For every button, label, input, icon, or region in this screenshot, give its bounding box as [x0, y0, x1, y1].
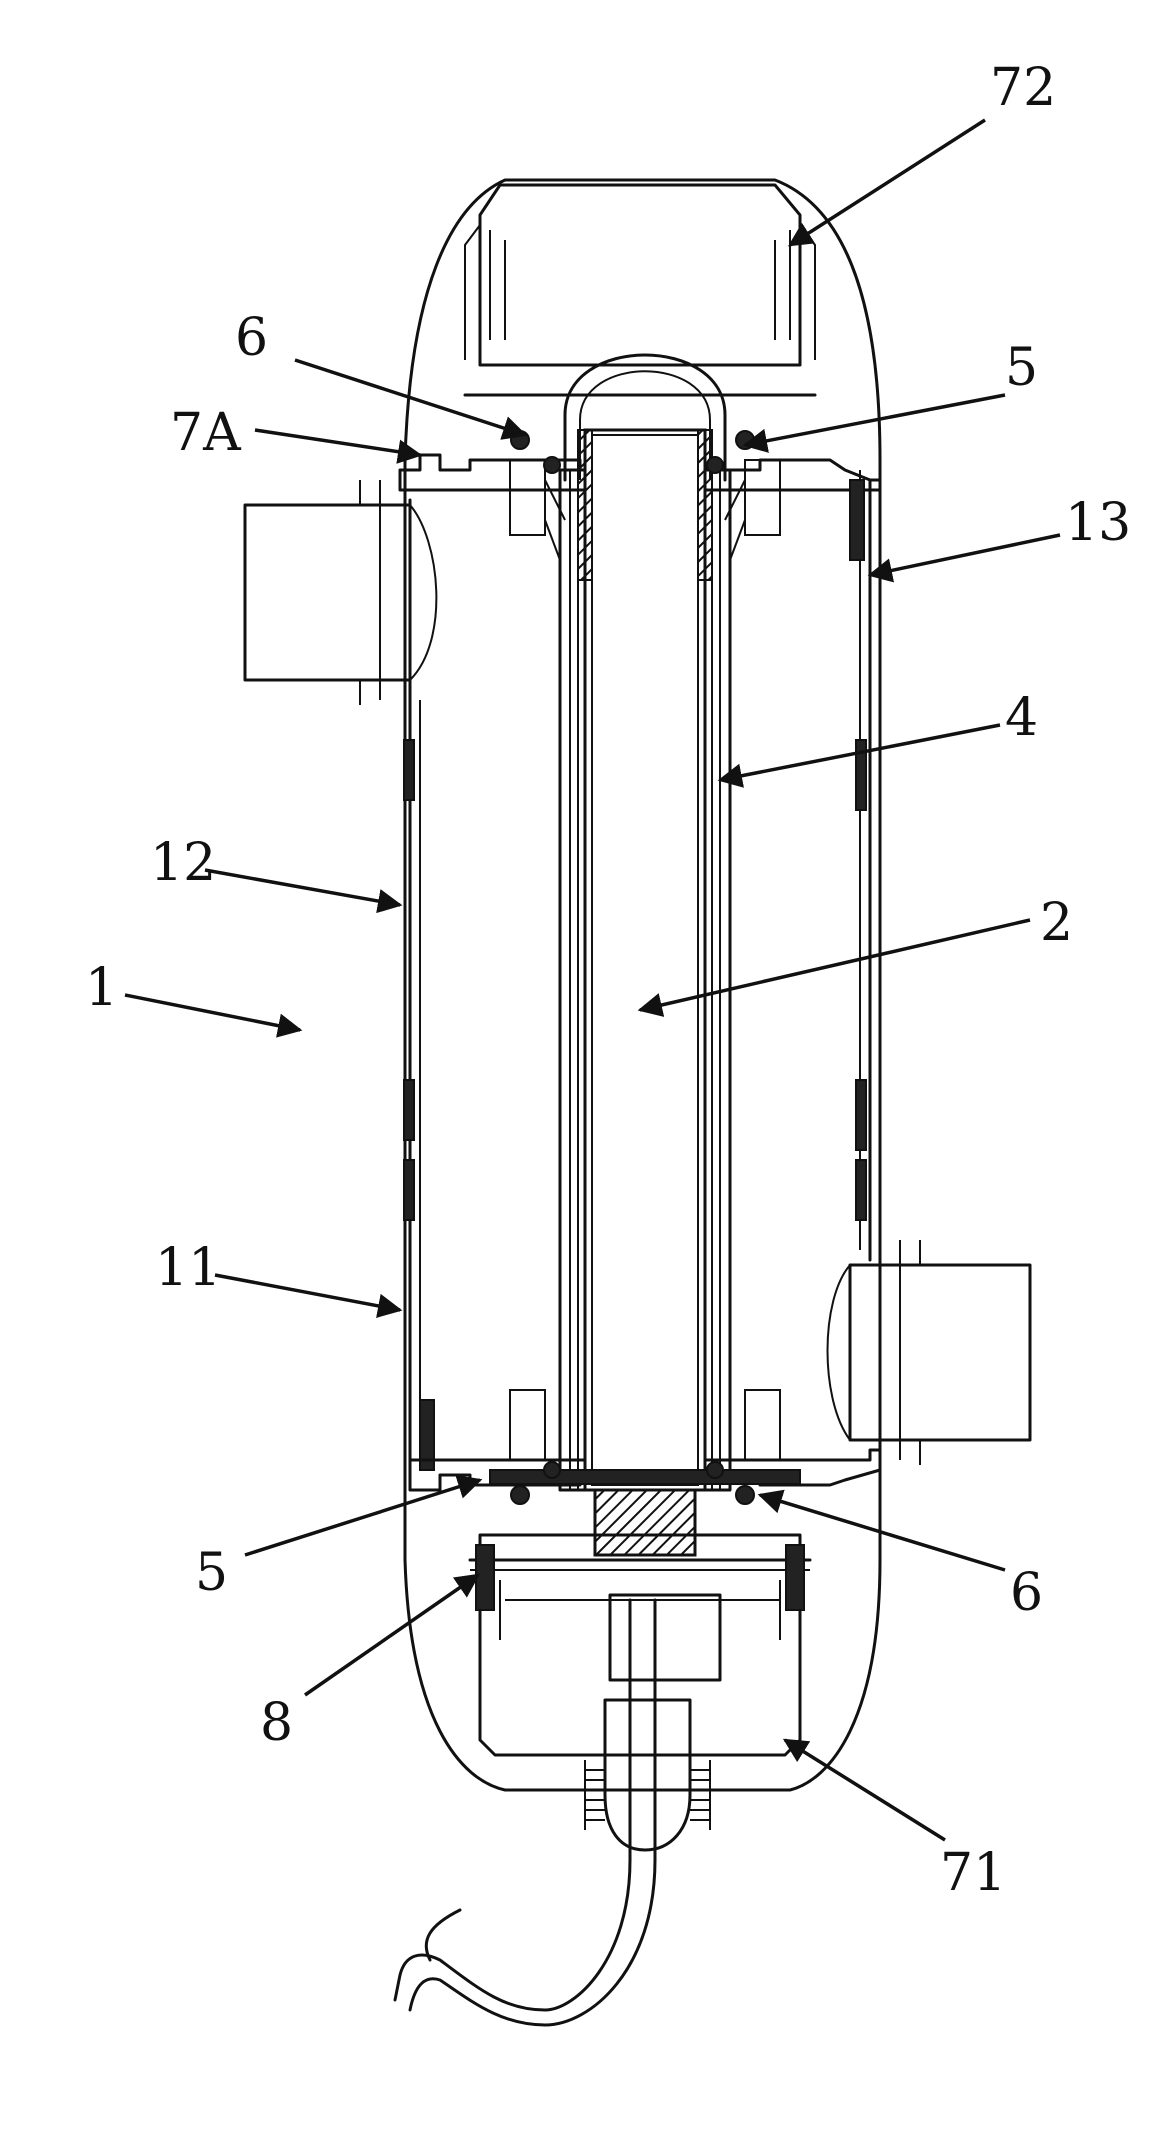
left-clamp-3	[403, 1159, 415, 1221]
leader-4	[717, 723, 1001, 788]
outlet-pipe	[848, 1263, 1032, 1442]
label-5-top: 5	[1005, 338, 1038, 398]
bottom-clip-right	[785, 1544, 805, 1611]
leader-1	[124, 993, 303, 1038]
upper-lamp-holder-r	[697, 429, 713, 581]
label-4: 4	[1005, 688, 1038, 748]
top-cap-inner	[464, 224, 816, 360]
lower-oring-right	[735, 1485, 755, 1505]
label-13: 13	[1065, 493, 1131, 553]
label-6-bottom: 6	[1010, 1563, 1043, 1623]
outer-shell	[403, 178, 882, 1792]
label-12: 12	[150, 833, 216, 893]
left-clamp-4	[419, 1399, 435, 1471]
lamp-sleeve-dome-inner	[579, 370, 711, 480]
upper-oring-left-2	[543, 456, 561, 474]
lower-oring-left-2	[543, 1461, 561, 1479]
lower-nut-right	[744, 1389, 781, 1461]
leader-2	[637, 918, 1031, 1017]
leader-11	[214, 1273, 403, 1318]
power-cable-2	[408, 1598, 657, 2027]
upper-lamp-holder-l	[577, 429, 593, 581]
inlet-pipe	[243, 503, 412, 682]
label-6-top: 6	[235, 308, 268, 368]
label-71: 71	[940, 1843, 1006, 1903]
label-2: 2	[1040, 893, 1073, 953]
top-cap	[478, 183, 802, 367]
lamp-base-block	[593, 1488, 697, 1557]
right-clamp-4	[855, 1159, 867, 1221]
power-cable-tail	[424, 1908, 462, 1962]
leader-13	[867, 533, 1061, 583]
leader-6-top	[294, 358, 528, 440]
leader-6-bottom	[757, 1489, 1006, 1572]
label-1: 1	[85, 958, 118, 1018]
top-cap-wall-l	[489, 230, 506, 340]
bottom-clip-left	[475, 1544, 495, 1611]
upper-nut-left	[509, 459, 546, 536]
lower-oring-right-2	[706, 1461, 724, 1479]
lamp-sleeve-dome	[563, 353, 727, 482]
cable-gland	[603, 1698, 692, 1852]
right-clamp-3	[855, 1079, 867, 1151]
leader-7A	[254, 428, 423, 464]
upper-wedge-left	[544, 479, 566, 561]
right-clamp-1	[849, 479, 865, 561]
leader-72	[787, 118, 986, 247]
ballast-box	[608, 1593, 722, 1682]
top-cap-wall-r	[774, 230, 791, 340]
outlet-pipe-bulge	[826, 1264, 851, 1441]
right-clamp-2	[855, 739, 867, 811]
lower-seal-plate	[489, 1469, 801, 1485]
upper-nut-right	[744, 459, 781, 536]
lamp-2	[583, 428, 707, 1492]
power-cable	[393, 1598, 632, 2012]
inlet-pipe-bulge	[409, 504, 438, 681]
lower-nut-left	[509, 1389, 546, 1461]
gland-thread	[585, 1769, 710, 1821]
upper-wedge-right	[724, 479, 746, 561]
sleeve-inner-lines	[569, 470, 721, 1490]
bottom-cap	[478, 1533, 802, 1757]
label-72: 72	[990, 58, 1056, 118]
leader-5-bottom	[244, 1475, 483, 1557]
lower-oring-left	[510, 1485, 530, 1505]
upper-oring-right	[735, 430, 755, 450]
leader-5-top	[742, 393, 1006, 453]
outlet-pipe-flange	[899, 1240, 921, 1465]
leader-12	[204, 868, 403, 914]
bottom-cap-inner	[499, 1580, 781, 1640]
left-clamp-2	[403, 1079, 415, 1141]
leader-71	[782, 1738, 946, 1842]
label-8: 8	[260, 1693, 293, 1753]
leader-8	[304, 1573, 481, 1697]
label-5-bottom: 5	[195, 1543, 228, 1603]
upper-oring-right-2	[706, 456, 724, 474]
inlet-pipe-flange	[359, 480, 381, 705]
left-clamp-1	[403, 739, 415, 801]
label-7A: 7A	[170, 403, 242, 463]
gland-side	[584, 1760, 711, 1830]
label-11: 11	[155, 1238, 221, 1298]
